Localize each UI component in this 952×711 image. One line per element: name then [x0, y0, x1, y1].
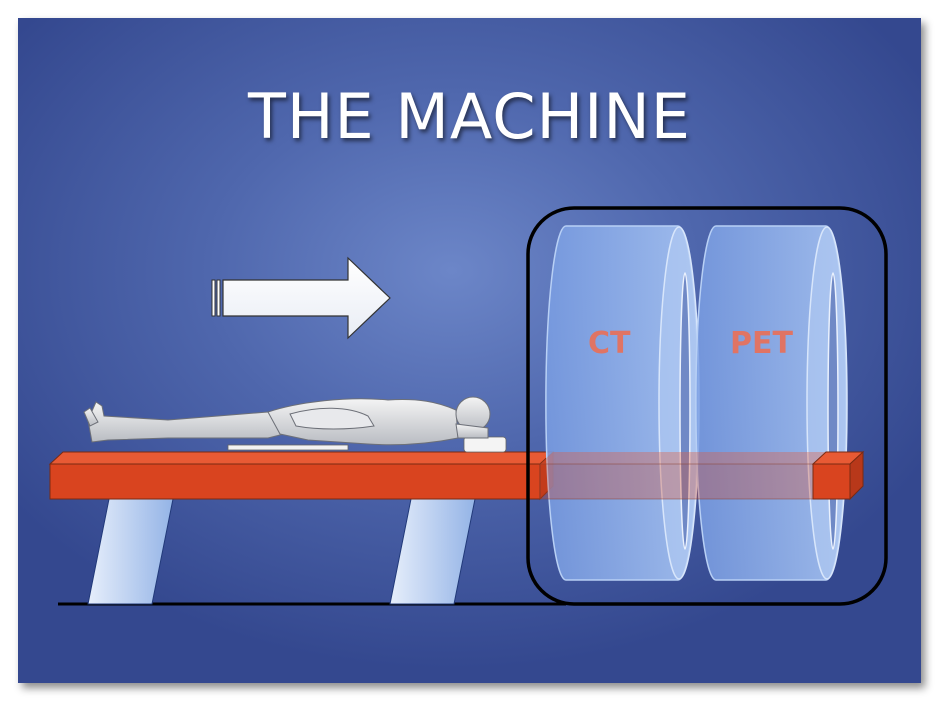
pet-label: PET — [730, 326, 793, 361]
table-leg-left — [87, 493, 175, 605]
pet-ct-scanner-diagram: CT PET — [48, 206, 888, 606]
ct-label: CT — [588, 326, 631, 361]
pet-ring — [695, 225, 848, 581]
ct-ring — [545, 225, 700, 581]
direction-arrow-icon — [211, 256, 391, 340]
table-leg-right — [389, 493, 477, 605]
head-rest — [463, 436, 507, 453]
patient-pad — [227, 444, 349, 451]
slide-title: THE MACHINE — [248, 80, 691, 153]
slide: THE MACHINE — [18, 18, 921, 683]
patient-table — [48, 450, 555, 501]
patient-figure — [83, 396, 491, 446]
scanner-gantry-frame — [526, 206, 888, 606]
table-end-block — [811, 450, 865, 501]
table-inside-gantry — [539, 452, 826, 500]
